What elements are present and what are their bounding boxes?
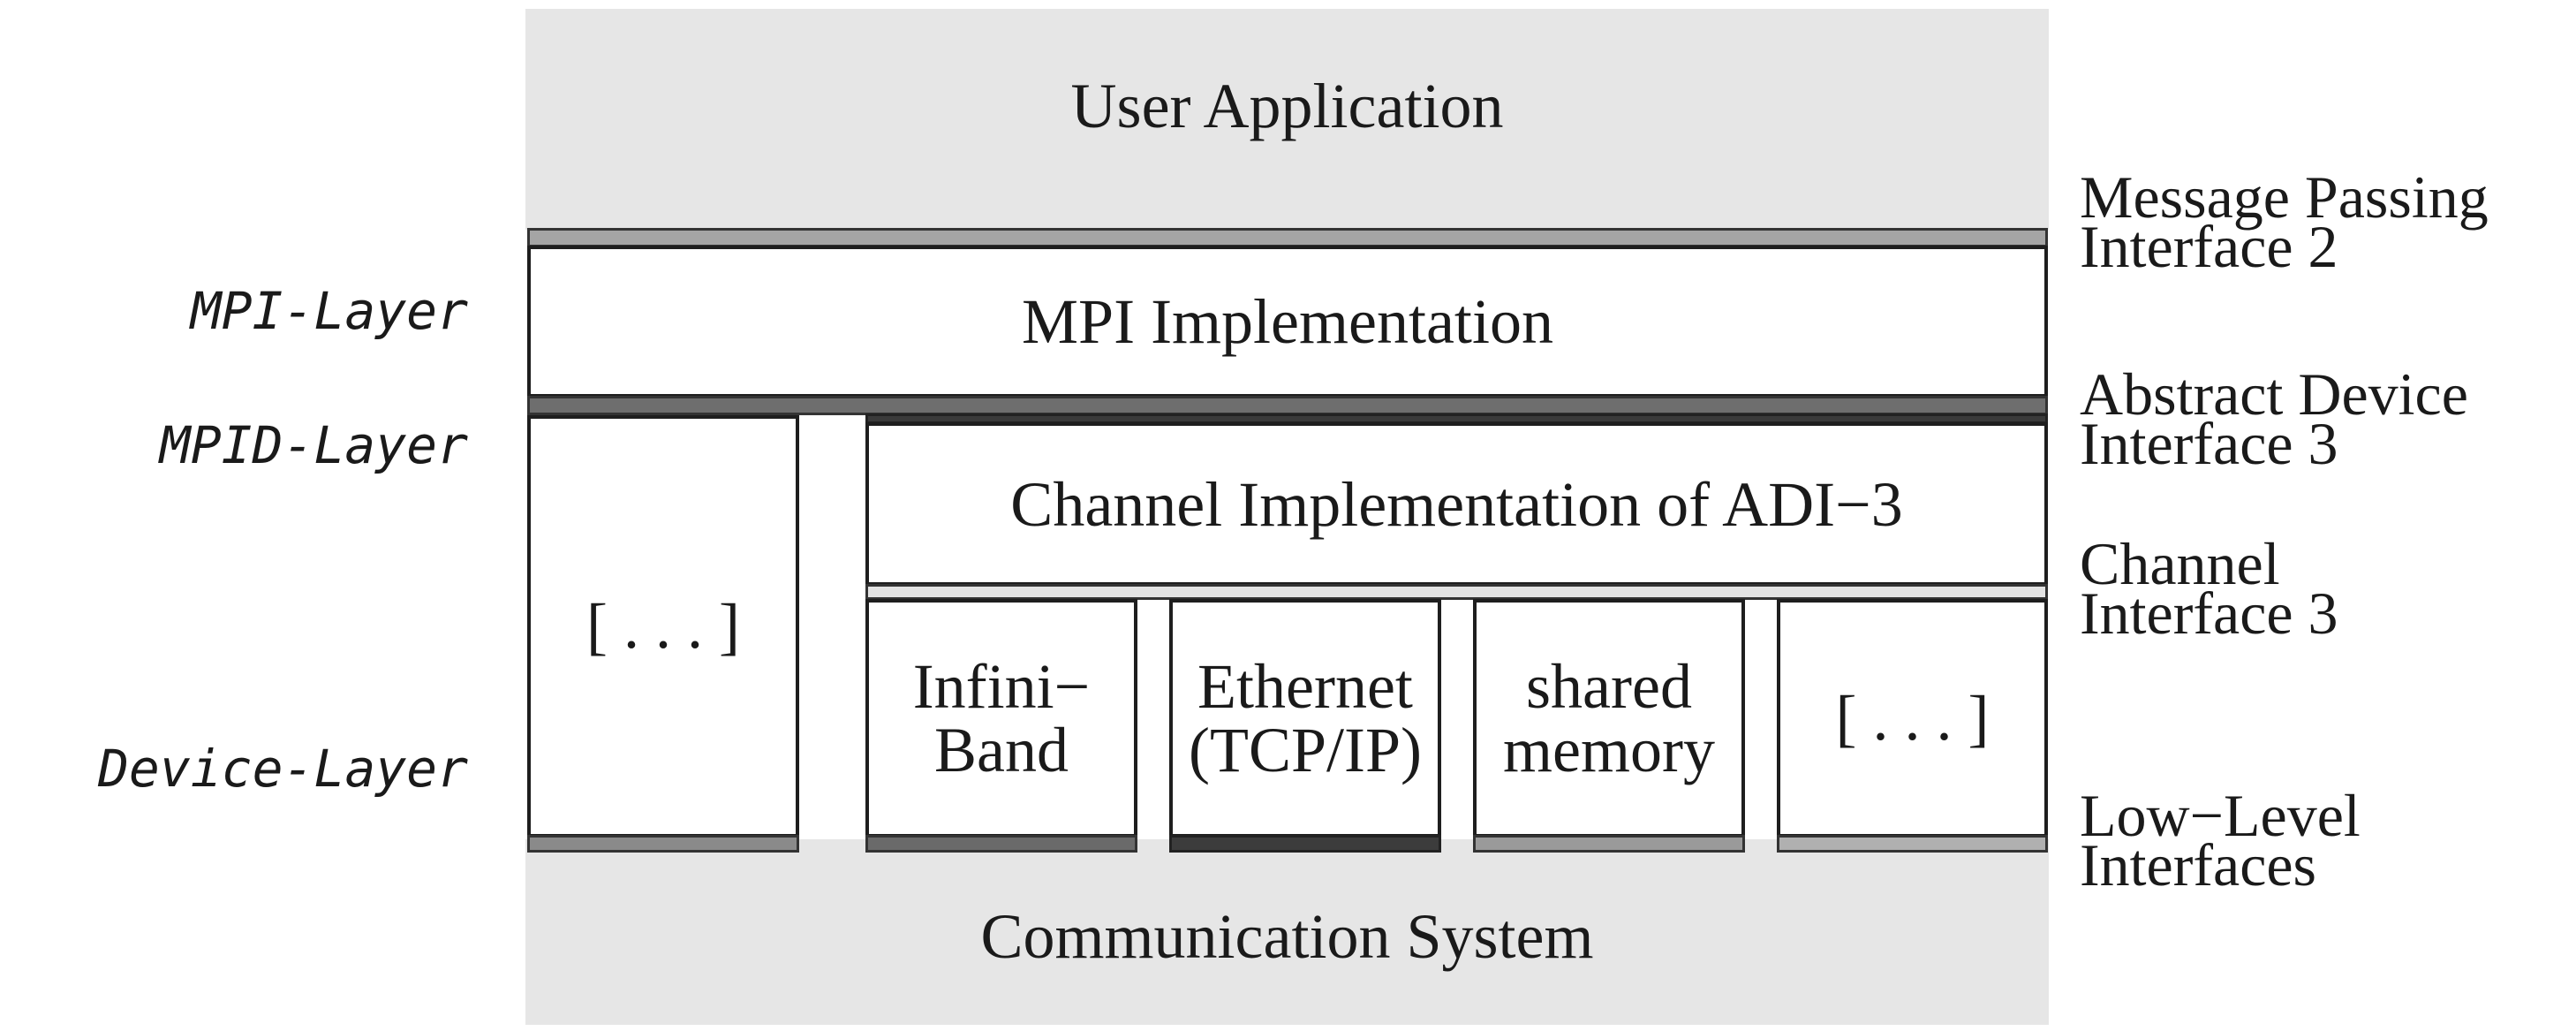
device-label-line2: (TCP/IP) — [1188, 715, 1423, 785]
channel-implementation-label: Channel Implementation of ADI−3 — [1010, 468, 1903, 540]
mpid-layer-label: MPID-Layer — [159, 415, 468, 475]
mpi2-interface-label: Message Passing Interface 2 — [2080, 163, 2489, 280]
device-layer-label: Device-Layer — [97, 739, 468, 799]
mpi-implementation-box: MPI Implementation — [527, 246, 2048, 398]
device-label-line1: Infini− — [912, 651, 1091, 722]
low-level-bar-ethernet — [1169, 835, 1441, 853]
adi3-interface-line2: Interface 3 — [2080, 410, 2338, 477]
low-level-interface-line2: Interfaces — [2080, 831, 2317, 898]
low-level-interface-line1: Low−Level — [2080, 782, 2361, 849]
device-label-line2: Band — [934, 715, 1069, 785]
mpi2-interface-bar — [527, 228, 2048, 247]
device-label-line2: memory — [1503, 715, 1715, 785]
mpi-implementation-label: MPI Implementation — [1022, 286, 1553, 357]
device-label-line1: [ . . . ] — [1835, 683, 1990, 754]
device-box-ethernet: Ethernet (TCP/IP) — [1169, 599, 1441, 838]
channel-implementation-box: Channel Implementation of ADI−3 — [865, 422, 2048, 586]
low-level-bar-infiniband — [865, 835, 1137, 853]
low-level-bar-other — [1777, 835, 2048, 853]
device-label-line1: shared — [1526, 651, 1692, 722]
low-level-bar-other-device — [527, 835, 799, 853]
adi3-interface-label: Abstract Device Interface 3 — [2080, 360, 2468, 477]
user-application-area — [525, 9, 2049, 230]
other-device-label: [ . . . ] — [586, 591, 740, 662]
device-box-other: [ . . . ] — [1777, 599, 2048, 838]
user-application-label: User Application — [1070, 71, 1504, 141]
mpi2-interface-line2: Interface 2 — [2080, 213, 2338, 280]
communication-system-area — [525, 839, 2049, 1025]
channel-interface-bar — [865, 584, 2048, 600]
mpi2-interface-line1: Message Passing — [2080, 163, 2489, 231]
device-box-shared-memory: shared memory — [1473, 599, 1745, 838]
device-box-infiniband: Infini− Band — [865, 599, 1137, 838]
communication-system-label: Communication System — [980, 901, 1594, 972]
low-level-bar-shared-memory — [1473, 835, 1745, 853]
adi3-interface-bar — [527, 396, 2048, 415]
channel3-interface-line1: Channel — [2080, 530, 2280, 597]
low-level-interface-label: Low−Level Interfaces — [2080, 782, 2361, 898]
channel3-interface-line2: Interface 3 — [2080, 580, 2338, 647]
channel3-interface-label: Channel Interface 3 — [2080, 530, 2338, 647]
other-device-box: [ . . . ] — [527, 415, 799, 838]
adi3-interface-line1: Abstract Device — [2080, 360, 2468, 428]
mpi-layer-label: MPI-Layer — [190, 281, 468, 341]
device-label-line1: Ethernet — [1197, 651, 1413, 722]
